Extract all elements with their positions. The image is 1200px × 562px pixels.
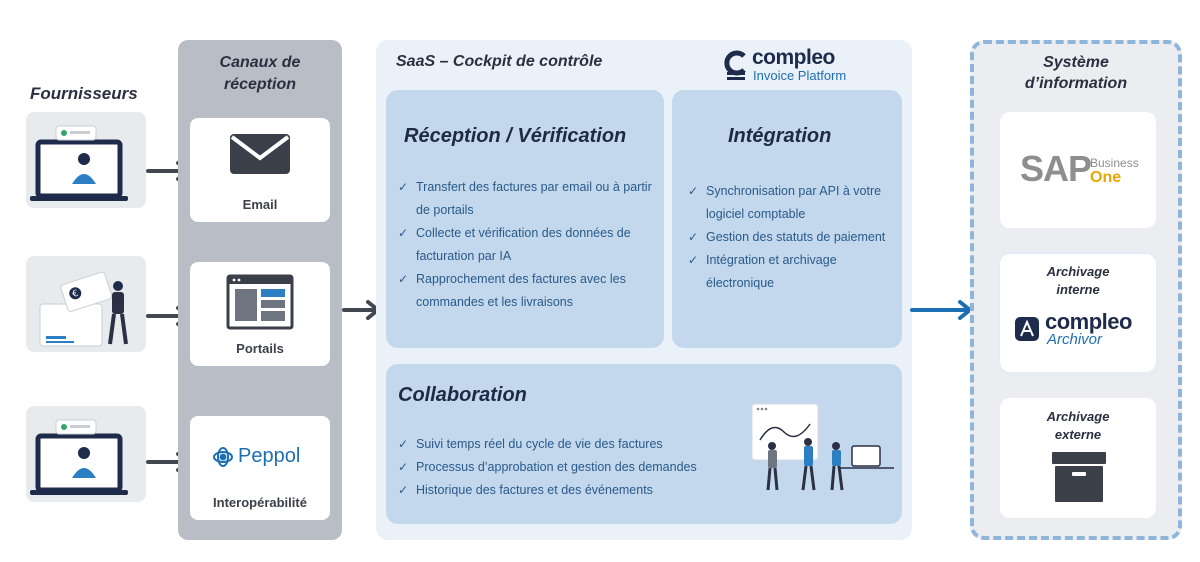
panel-collaboration-title: Collaboration [398,384,527,406]
sap-logo-business: Business [1090,156,1139,170]
channel-portals-label: Portails [236,341,284,356]
channel-portals: Portails [190,262,330,366]
internal-archiving-card: Archivage interne compleo Archivor [998,252,1158,374]
compleo-logo-name: compleo [752,46,835,69]
laptop-person-illustration [30,125,128,201]
sap-logo-main: SAP [1020,148,1092,189]
external-archiving-card: Archivage externe [1000,398,1156,518]
archivor-logo-name: compleo [1045,309,1132,334]
compleo-logo-icon [724,50,746,80]
list-item: Suivi temps réel du cycle de vie des fac… [398,433,748,456]
supplier-card-3 [26,406,146,502]
reception-list: Transfert des factures par email ou à pa… [398,176,660,314]
integration-list: Synchronisation par API à votre logiciel… [688,180,888,295]
list-item: Collecte et vérification des données de … [398,222,660,268]
reception-channels-column: Canaux de réception Email Portails P [178,40,342,540]
saas-title: SaaS – Cockpit de contrôle [396,53,603,70]
panel-integration: Intégration Synchronisation par API à vo… [672,90,902,348]
channels-title: Canaux de réception [219,54,301,93]
archive-box-icon [1052,452,1106,502]
supplier-card-1 [26,112,146,208]
channel-email: Email [190,118,330,222]
documents-folder-illustration: € [39,271,128,347]
list-item: Rapprochement des factures avec les comm… [398,268,660,314]
channel-peppol-label: Interopérabilité [213,495,307,510]
panel-collaboration: Collaboration Suivi temps réel du cycle … [386,364,902,524]
list-item: Historique des factures et des événement… [398,479,748,502]
sap-business-one-card: SAP Business One [1000,112,1156,228]
saas-cockpit: SaaS – Cockpit de contrôle compleo Invoi… [376,40,912,540]
suppliers-title: Fournisseurs [30,84,138,103]
panel-reception-title: Réception / Vérification [404,125,627,147]
information-system-column: Système d’information SAP Business One A… [970,40,1182,540]
panel-reception-verification: Réception / Vérification Transfert des f… [386,90,664,348]
compleo-invoice-platform-logo: compleo Invoice Platform [724,46,884,84]
laptop-person-illustration [30,419,128,495]
list-item: Transfert des factures par email ou à pa… [398,176,660,222]
internal-archiving-label: Archivage interne [1046,264,1110,297]
collaboration-list: Suivi temps réel du cycle de vie des fac… [398,433,748,502]
archivor-logo-icon [1015,317,1039,341]
peppol-icon [213,447,233,467]
list-item: Gestion des statuts de paiement [688,226,888,249]
svg-text:€: € [71,289,80,300]
saas-to-si-arrow [910,300,972,320]
sap-logo-one: One [1090,169,1122,186]
list-item: Intégration et archivage électronique [688,249,888,295]
compleo-logo-sub: Invoice Platform [753,68,847,83]
list-item: Synchronisation par API à votre logiciel… [688,180,888,226]
channel-email-label: Email [242,197,278,212]
portal-window-icon [226,274,294,330]
panel-integration-title: Intégration [728,125,832,147]
channel-peppol: Peppol Interopérabilité [190,416,330,520]
si-title: Système d’information [1024,54,1128,92]
envelope-icon [230,134,290,174]
list-item: Processus d’approbation et gestion des d… [398,456,748,479]
peppol-brand: Peppol [238,445,301,467]
external-archiving-label: Archivage externe [1046,409,1110,442]
archivor-logo-sub: Archivor [1047,331,1103,348]
team-collaboration-illustration [751,403,894,491]
supplier-card-2: € [26,256,146,352]
